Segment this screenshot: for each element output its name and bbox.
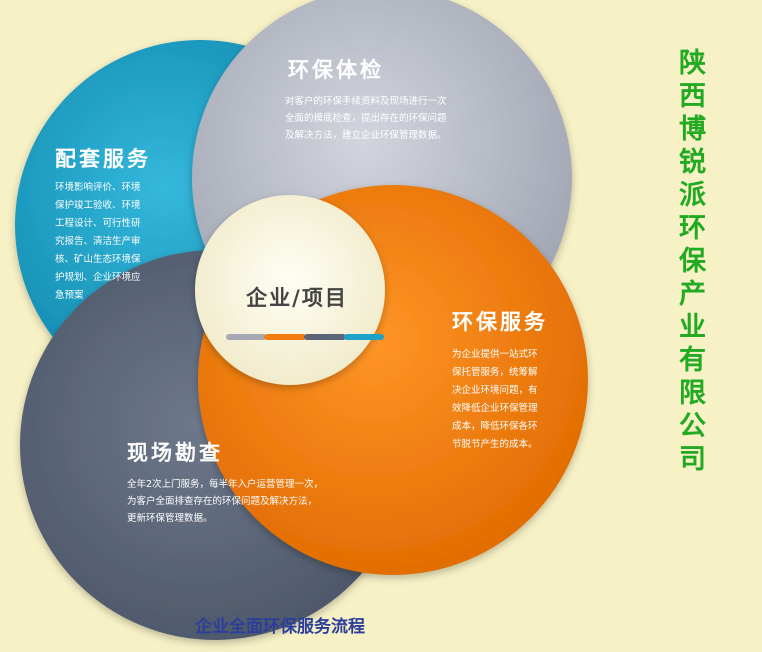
segment-huanbao-line-1: 为企业提供一站式环 [452,348,538,360]
segment-peitao-line-1: 环境影响评价、环境 [55,181,141,193]
segment-huanbao-title: 环保服务 [452,310,548,334]
segment-peitao-line-5: 核、矿山生态环境保 [55,253,141,265]
segment-peitao-line-2: 保护竣工验收、环境 [55,199,141,211]
segment-tijian-title: 环保体检 [288,58,384,82]
segment-peitao-line-3: 工程设计、可行性研 [55,217,141,229]
center-bar-blue [344,334,384,340]
segment-huanbao-line-4: 效降低企业环保管理 [452,402,538,414]
segment-peitao-title: 配套服务 [55,147,151,171]
diagram-caption: 企业全面环保服务流程 [195,617,365,637]
segment-tijian-line-1: 对客户的环保手续资料及现场进行一次 [285,95,447,107]
segment-huanbao-line-6: 节脱节产生的成本。 [452,438,538,450]
segment-huanbao-line-3: 决企业环境问题，有 [452,384,538,396]
segment-kancha-line-1: 全年2次上门服务，每半年入户运营管理一次， [127,478,323,490]
segment-peitao-line-6: 护规划、企业环境应 [55,271,141,283]
segment-peitao-line-7: 急预案 [55,289,84,301]
company-name: 陕西博锐派环保产业有限公司 [674,48,705,477]
segment-kancha-line-3: 更新环保管理数据。 [127,512,213,524]
segment-peitao-line-4: 究报告、清洁生产审 [55,235,141,247]
segment-huanbao-line-2: 保托管服务，统筹解 [452,366,538,378]
center-bar-orange [264,334,306,340]
center-color-bar [226,334,384,340]
center-label: 企业/项目 [245,285,348,310]
segment-kancha-title: 现场勘查 [127,441,223,465]
segment-tijian-line-2: 全面的摸底检查，提出存在的环保问题 [285,112,447,124]
segment-huanbao-line-5: 成本，降低环保各环 [452,420,538,432]
center-bar-gray [226,334,266,340]
segment-tijian-line-3: 及解决方法，建立企业环保管理数据。 [285,129,447,141]
segment-kancha-line-2: 为客户全面排查存在的环保问题及解决方法， [127,495,317,507]
center-bar-dark [304,334,346,340]
